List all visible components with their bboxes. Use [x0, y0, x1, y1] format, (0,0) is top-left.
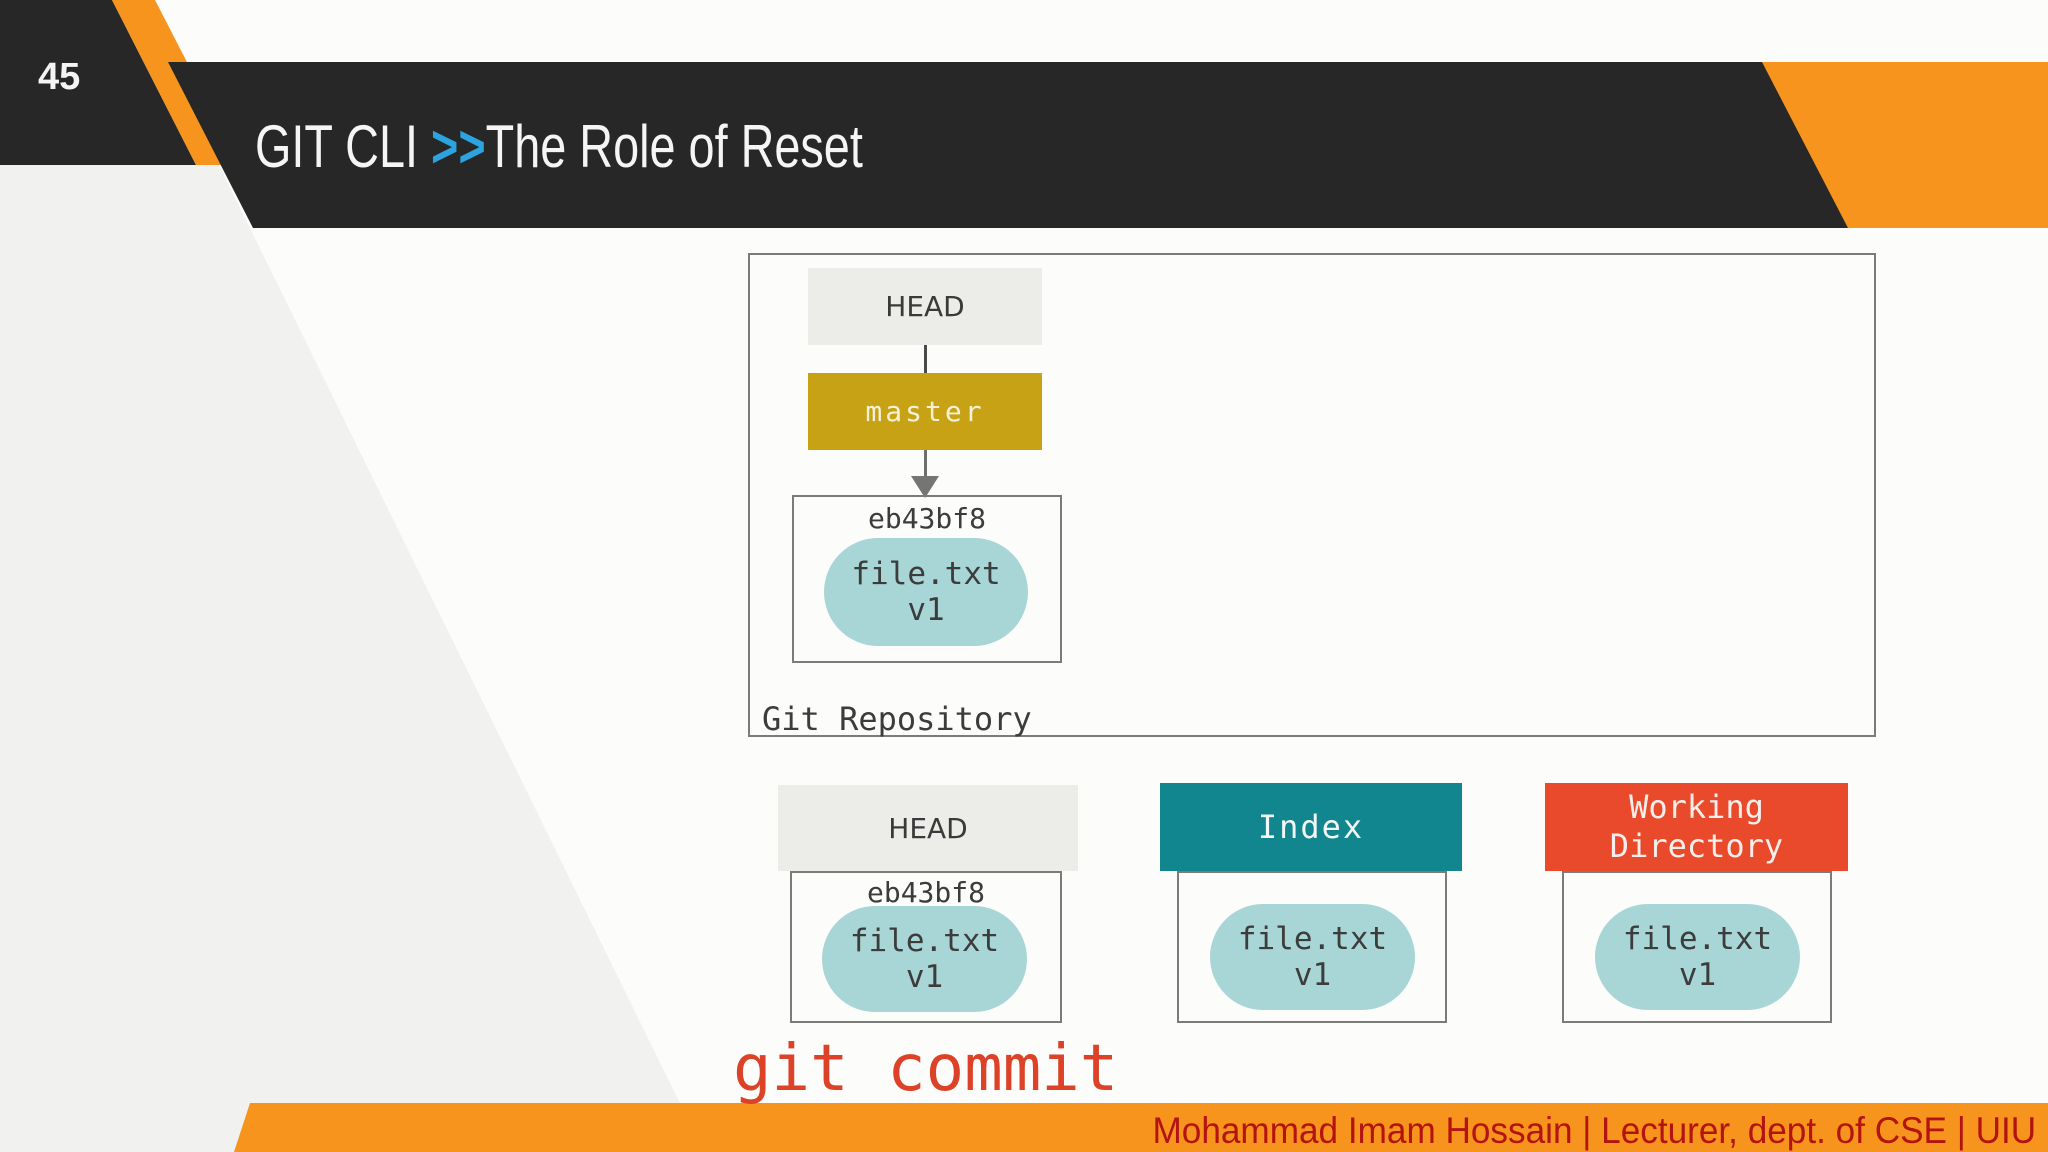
index-area-box: [1177, 871, 1447, 1023]
arrow-down-icon: [911, 476, 939, 498]
file-blob: file.txt v1: [822, 906, 1027, 1012]
repo-head-box: HEAD: [808, 268, 1042, 345]
git-repository-label: Git Repository: [762, 700, 1032, 738]
file-blob: file.txt v1: [1595, 904, 1800, 1010]
head-area-header: HEAD: [778, 785, 1078, 871]
workdir-area-label: Working Directory: [1609, 788, 1784, 865]
commit-hash: eb43bf8: [867, 502, 986, 535]
file-blob: file.txt v1: [1210, 904, 1415, 1010]
workdir-area-header: Working Directory: [1545, 783, 1848, 871]
file-name: file.txt: [1622, 921, 1773, 957]
file-blob: file.txt v1: [824, 538, 1028, 646]
head-area-box: [790, 871, 1062, 1023]
index-area-header: Index: [1160, 783, 1462, 871]
git-command-caption: git commit: [733, 1032, 1119, 1106]
file-name: file.txt: [1237, 921, 1388, 957]
commit-box: [792, 495, 1062, 663]
git-repository-box: [748, 253, 1876, 737]
file-version: v1: [1293, 957, 1332, 993]
chevron-separator-icon: >>: [430, 113, 486, 180]
page-number: 45: [38, 56, 81, 98]
file-version: v1: [905, 959, 944, 995]
file-version: v1: [1678, 957, 1717, 993]
file-name: file.txt: [851, 556, 1001, 592]
repo-head-label: HEAD: [885, 290, 965, 323]
master-branch-label: master: [865, 395, 985, 428]
head-area-label: HEAD: [888, 811, 968, 845]
workdir-area-box: [1562, 871, 1832, 1023]
file-version: v1: [907, 592, 945, 628]
master-to-commit-arrow-line: [924, 450, 927, 477]
slide-title-prefix: GIT CLI: [255, 113, 431, 180]
file-name: file.txt: [849, 923, 1000, 959]
index-area-label: Index: [1257, 808, 1365, 846]
slide-title: GIT CLI >>The Role of Reset: [255, 112, 863, 182]
head-area-hash: eb43bf8: [866, 876, 985, 909]
footer-attribution: Mohammad Imam Hossain | Lecturer, dept. …: [1152, 1110, 2036, 1151]
master-branch-box: master: [808, 373, 1042, 450]
slide-title-rest: The Role of Reset: [485, 113, 863, 180]
head-to-master-connector: [924, 345, 927, 373]
